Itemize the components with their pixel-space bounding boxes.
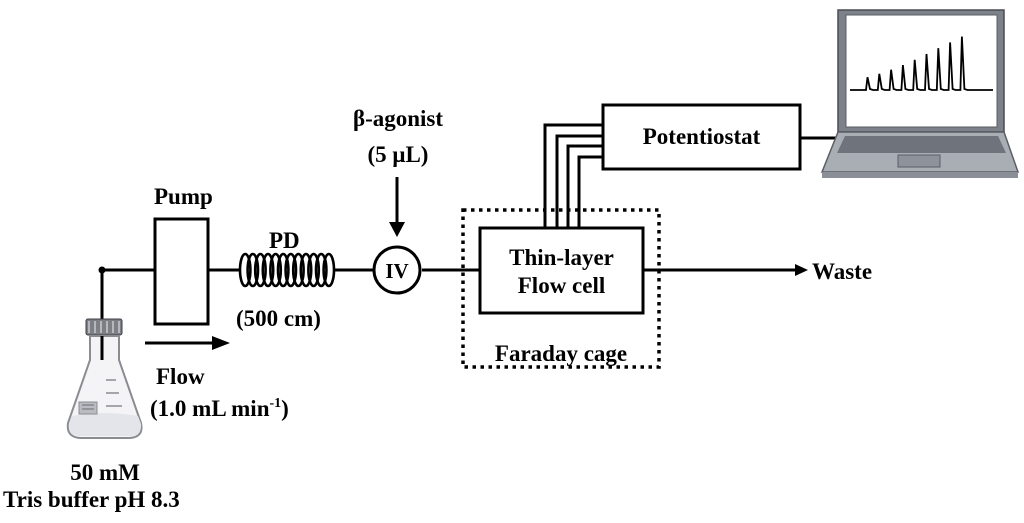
flow-rate-label: (1.0 mL min-1) xyxy=(150,396,289,422)
coil-loop xyxy=(246,252,260,288)
coil-loop xyxy=(299,252,313,288)
pump-box xyxy=(153,217,210,326)
flow-label: Flow xyxy=(156,364,205,389)
coil-icon xyxy=(238,252,336,288)
coil-loop xyxy=(238,252,252,288)
coil-loop xyxy=(261,252,275,288)
injection-valve xyxy=(372,245,422,295)
coil-loop xyxy=(253,252,267,288)
coil-loop xyxy=(307,252,321,288)
coil-loop xyxy=(291,252,305,288)
coil-loop xyxy=(284,252,298,288)
flow-rate-close: ) xyxy=(281,396,289,421)
signal-trace xyxy=(850,36,993,91)
laptop-icon xyxy=(820,9,1020,178)
coil-loop xyxy=(276,252,290,288)
faraday-cage-box xyxy=(461,208,661,369)
buffer-label-line2: Tris buffer pH 8.3 xyxy=(3,487,180,512)
buffer-label-line1: 50 mM xyxy=(70,460,140,485)
coil-loop xyxy=(322,252,336,288)
flow-rate-text: (1.0 mL min xyxy=(150,396,270,421)
laptop-screen xyxy=(845,14,998,128)
agonist-volume-label: (5 μL) xyxy=(367,142,429,167)
flow-cell-box xyxy=(478,226,645,315)
pd-length-label: (500 cm) xyxy=(236,306,321,331)
arrowheads xyxy=(98,222,808,350)
flow-cell-label-line1: Thin-layer xyxy=(509,245,614,270)
flow-rate-exponent: -1 xyxy=(269,396,282,411)
agonist-label: β-agonist xyxy=(352,106,444,131)
flow-cell-label-line2: Flow cell xyxy=(517,273,606,298)
coil-loop xyxy=(314,252,328,288)
pump-label: Pump xyxy=(154,184,213,209)
erlenmeyer-flask-icon xyxy=(66,318,143,439)
potentiostat-label: Potentiostat xyxy=(642,124,761,149)
pd-label: PD xyxy=(269,228,300,253)
waste-label: Waste xyxy=(812,259,873,284)
coil-loop xyxy=(269,252,283,288)
tubing xyxy=(100,123,838,360)
injection-valve-label: IV xyxy=(385,259,409,283)
faraday-cage-label: Faraday cage xyxy=(494,341,628,366)
potentiostat-box xyxy=(601,103,802,171)
